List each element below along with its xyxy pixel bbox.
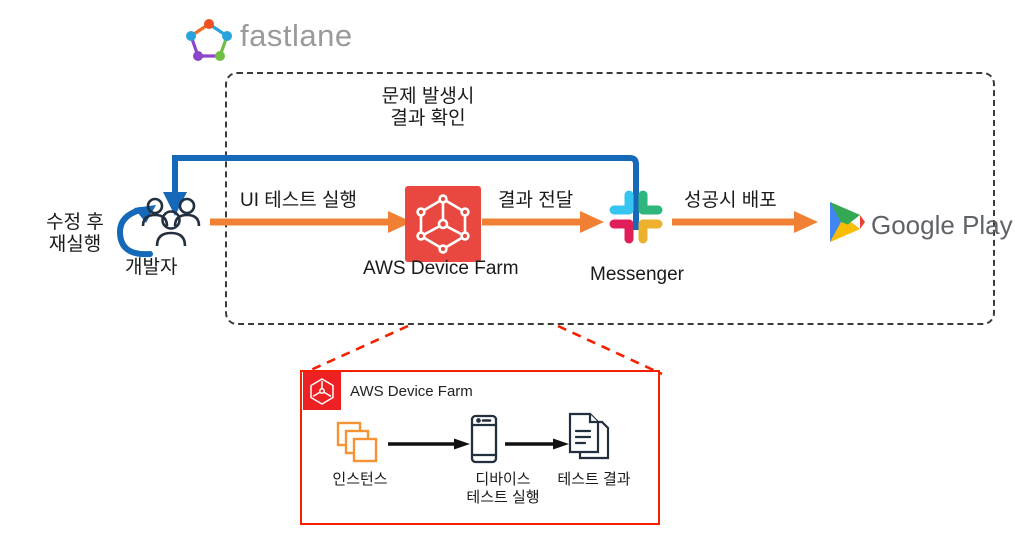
aws-device-farm-icon [405,186,481,262]
detail-callout-connectors [301,324,663,376]
ui-test-label: UI 테스트 실행 [240,190,357,211]
rerun-arrow-blue [116,205,156,258]
rerun-label-line2: 재실행 [48,234,102,256]
developer-label: 개발자 [125,257,178,278]
developers-group-icon [141,197,201,247]
feedback-label: 문제 발생시 결과 확인 [358,86,498,131]
detail-arrow-device-to-result [505,438,569,450]
messenger-label: Messenger [590,264,684,285]
pipeline-boundary [225,72,995,325]
device-test-label-line2: 테스트 실행 [466,488,540,506]
test-result-label: 테스트 결과 [557,471,631,488]
detail-arrow-instance-to-device [388,438,470,450]
fastlane-wordmark: fastlane [240,18,353,53]
main-flow-arrows-orange [210,211,818,233]
rerun-label-line1: 수정 후 [46,212,104,233]
document-pages-icon [568,412,610,460]
aws-device-farm-badge-icon [303,372,341,410]
fastlane-star-icon [186,19,232,61]
feedback-label-line2: 결과 확인 [390,108,466,130]
feedback-label-line1: 문제 발생시 [381,86,475,107]
instance-label: 인스턴스 [332,471,388,488]
result-transfer-label: 결과 전달 [498,190,574,211]
rerun-label: 수정 후 재실행 [26,212,124,257]
detail-panel-title: AWS Device Farm [350,383,473,400]
google-play-label: Google Play [871,210,1013,240]
stacked-squares-icon [336,421,378,463]
mobile-phone-icon [470,414,498,464]
aws-device-farm-label: AWS Device Farm [363,258,519,279]
device-test-label-line1: 디바이스 [475,471,531,488]
deploy-label: 성공시 배포 [684,190,777,211]
feedback-arrow-blue [163,155,639,230]
google-play-icon [830,202,865,242]
slack-icon [609,190,663,244]
device-test-label: 디바이스 테스트 실행 [448,471,558,506]
